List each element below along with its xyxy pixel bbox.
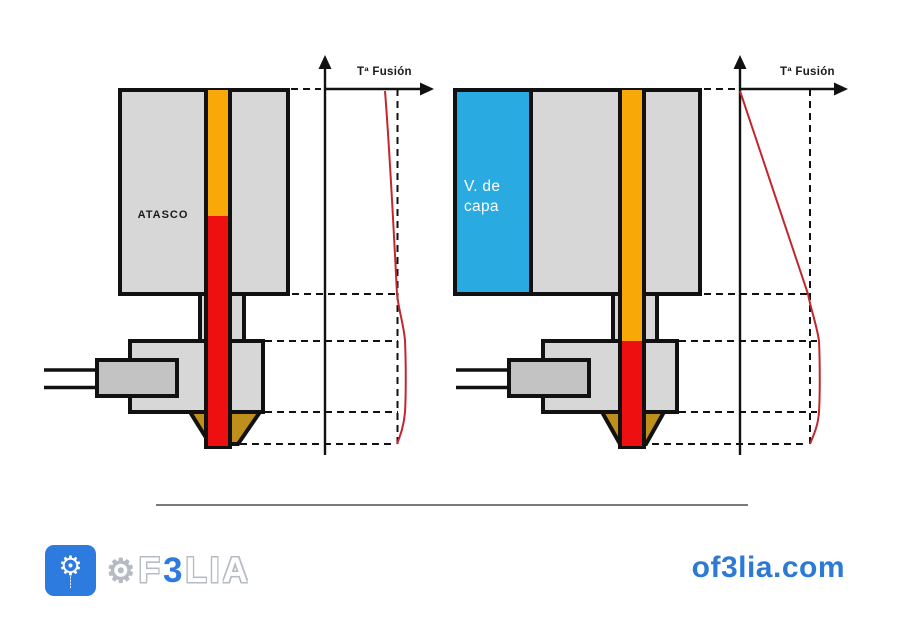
left-filament-solid [208, 90, 228, 216]
left-axis-label: Tª Fusión [357, 66, 412, 78]
wordmark-letters-lia: LIA [185, 551, 251, 590]
right-axis-label: Tª Fusión [780, 66, 835, 78]
left-heater-cartridge [95, 358, 179, 398]
jam-label: ATASCO [138, 209, 189, 221]
left-filament-molten [208, 216, 228, 446]
gear-icon: ⚙ [58, 550, 83, 581]
website-url: of3lia.com [691, 551, 845, 584]
right-horizontal-axis-arrow [834, 82, 848, 96]
wordmark-gear-icon: ⚙ [106, 552, 139, 589]
right-filament-molten [622, 341, 642, 446]
layer-fan-label-line1: V. de [464, 178, 500, 195]
wordmark-letter-3: 3 [162, 551, 186, 590]
of3lia-logo-icon: ⚙ ┊ [45, 545, 96, 596]
right-heater-cartridge [507, 358, 591, 398]
filament-drip-icon: ┊ [67, 576, 74, 589]
right-temperature-graph: Tª Fusión [652, 55, 848, 455]
right-temperature-curve [739, 90, 821, 445]
right-hotend: V. de capa [453, 88, 702, 449]
left-vertical-axis-arrow [318, 55, 332, 69]
layer-fan-block [453, 88, 533, 296]
left-temperature-graph: Tª Fusión [240, 55, 434, 455]
left-hotend: ATASCO [44, 88, 290, 449]
right-vertical-axis-arrow [733, 55, 747, 69]
right-filament-solid [622, 90, 642, 341]
layer-fan-label-line2: capa [464, 198, 499, 215]
left-horizontal-axis-arrow [420, 82, 434, 96]
separator-line [156, 504, 748, 506]
of3lia-brand-logo: ⚙ ┊ ⚙F3LIA [45, 545, 251, 596]
left-temperature-curve [384, 90, 407, 445]
wordmark-letter-f: F [138, 551, 163, 590]
of3lia-wordmark: ⚙F3LIA [106, 545, 251, 596]
